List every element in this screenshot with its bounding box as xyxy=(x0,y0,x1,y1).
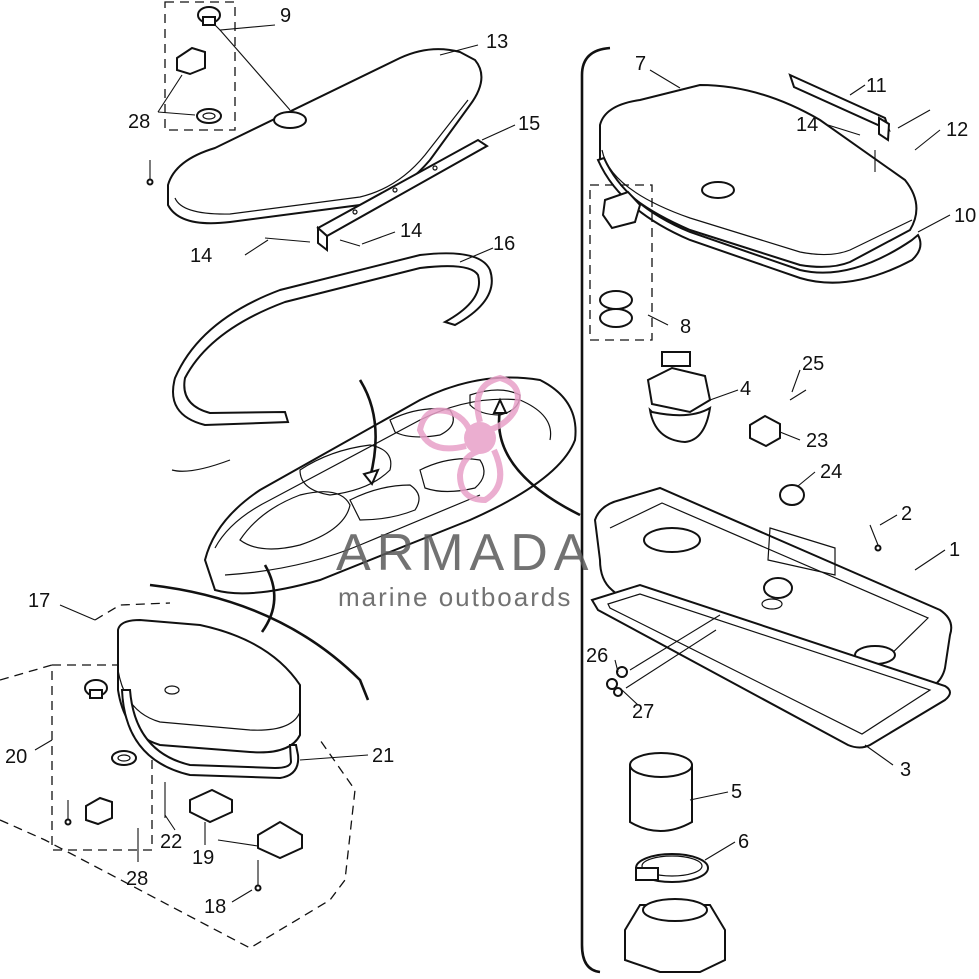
callout-8: 8 xyxy=(680,316,691,338)
callout-14-mid: 14 xyxy=(400,220,422,242)
callout-17: 17 xyxy=(28,590,50,612)
grommet-part-24 xyxy=(779,484,805,506)
callout-18: 18 xyxy=(204,896,226,918)
hatch-lid-17 xyxy=(117,583,370,754)
ring-part-8 xyxy=(599,290,633,328)
screw-icon xyxy=(64,818,72,826)
dashed-group-20 xyxy=(51,664,153,851)
callout-3: 3 xyxy=(900,759,911,781)
callout-12: 12 xyxy=(946,119,968,141)
gasket-part-21 xyxy=(120,689,300,780)
callout-14-right: 14 xyxy=(796,114,818,136)
callout-4: 4 xyxy=(740,378,751,400)
callout-7: 7 xyxy=(635,53,646,75)
armada-watermark: ARMADA marine outboards xyxy=(336,374,594,612)
callout-20: 20 xyxy=(5,746,27,768)
tube-part-5 xyxy=(629,752,693,832)
knob-part-9 xyxy=(197,6,221,26)
callout-15: 15 xyxy=(518,113,540,135)
grommet-ring xyxy=(196,108,222,124)
callout-10: 10 xyxy=(954,205,976,227)
dashed-group-9-28 xyxy=(164,1,236,131)
callout-9: 9 xyxy=(280,5,291,27)
callout-13: 13 xyxy=(486,31,508,53)
flow-arrow xyxy=(358,379,377,479)
screw-icon xyxy=(254,884,262,892)
dashed-group-17 xyxy=(0,602,356,949)
knob-part-9-lower xyxy=(84,679,108,699)
callout-14-left: 14 xyxy=(190,245,212,267)
callout-5: 5 xyxy=(731,781,742,803)
callout-25: 25 xyxy=(802,353,824,375)
gasket-part-16 xyxy=(172,252,493,427)
callout-28-lower: 28 xyxy=(126,868,148,890)
hinge-part-11 xyxy=(788,73,891,142)
hatch-lid-7 xyxy=(599,83,918,268)
lid-hole xyxy=(273,111,307,129)
duct-part-base xyxy=(624,898,726,973)
callout-1: 1 xyxy=(949,539,960,561)
callout-27: 27 xyxy=(632,701,654,723)
hinge-part-15 xyxy=(316,138,489,253)
seal-part-10 xyxy=(596,156,922,284)
latch-part-28-lower xyxy=(85,796,113,826)
callout-26: 26 xyxy=(586,645,608,667)
latch-part-8 xyxy=(601,190,642,230)
bracket-part-19 xyxy=(189,788,233,824)
callout-23: 23 xyxy=(806,430,828,452)
leader-lines xyxy=(34,24,951,903)
bracket-part-18 xyxy=(257,820,303,860)
grommet-ring-lower xyxy=(111,750,137,766)
screw-icon xyxy=(146,178,154,186)
callout-22: 22 xyxy=(160,831,182,853)
flow-arrow-lower xyxy=(260,564,276,633)
callout-21: 21 xyxy=(372,745,394,767)
nuts-part-26-27 xyxy=(606,666,628,697)
clamp-part-6 xyxy=(635,853,709,883)
vent-part-4 xyxy=(646,351,712,444)
latch-part-28-top xyxy=(176,46,206,76)
propeller-logo-icon xyxy=(416,374,521,504)
watermark-tagline: marine outboards xyxy=(338,582,572,612)
callout-6: 6 xyxy=(738,831,749,853)
gasket-part-3 xyxy=(590,583,951,749)
callout-24: 24 xyxy=(820,461,842,483)
callout-28-top: 28 xyxy=(128,111,150,133)
callout-16: 16 xyxy=(493,233,515,255)
callout-19: 19 xyxy=(192,847,214,869)
hatch-lid-13 xyxy=(167,48,483,225)
callout-2: 2 xyxy=(901,503,912,525)
assembly-bracket xyxy=(580,46,611,974)
dashed-group-8 xyxy=(589,184,653,341)
callout-11: 11 xyxy=(866,75,887,97)
clip-part-23 xyxy=(749,414,781,448)
watermark-brand: ARMADA xyxy=(336,524,594,582)
screw-icon xyxy=(874,544,882,552)
